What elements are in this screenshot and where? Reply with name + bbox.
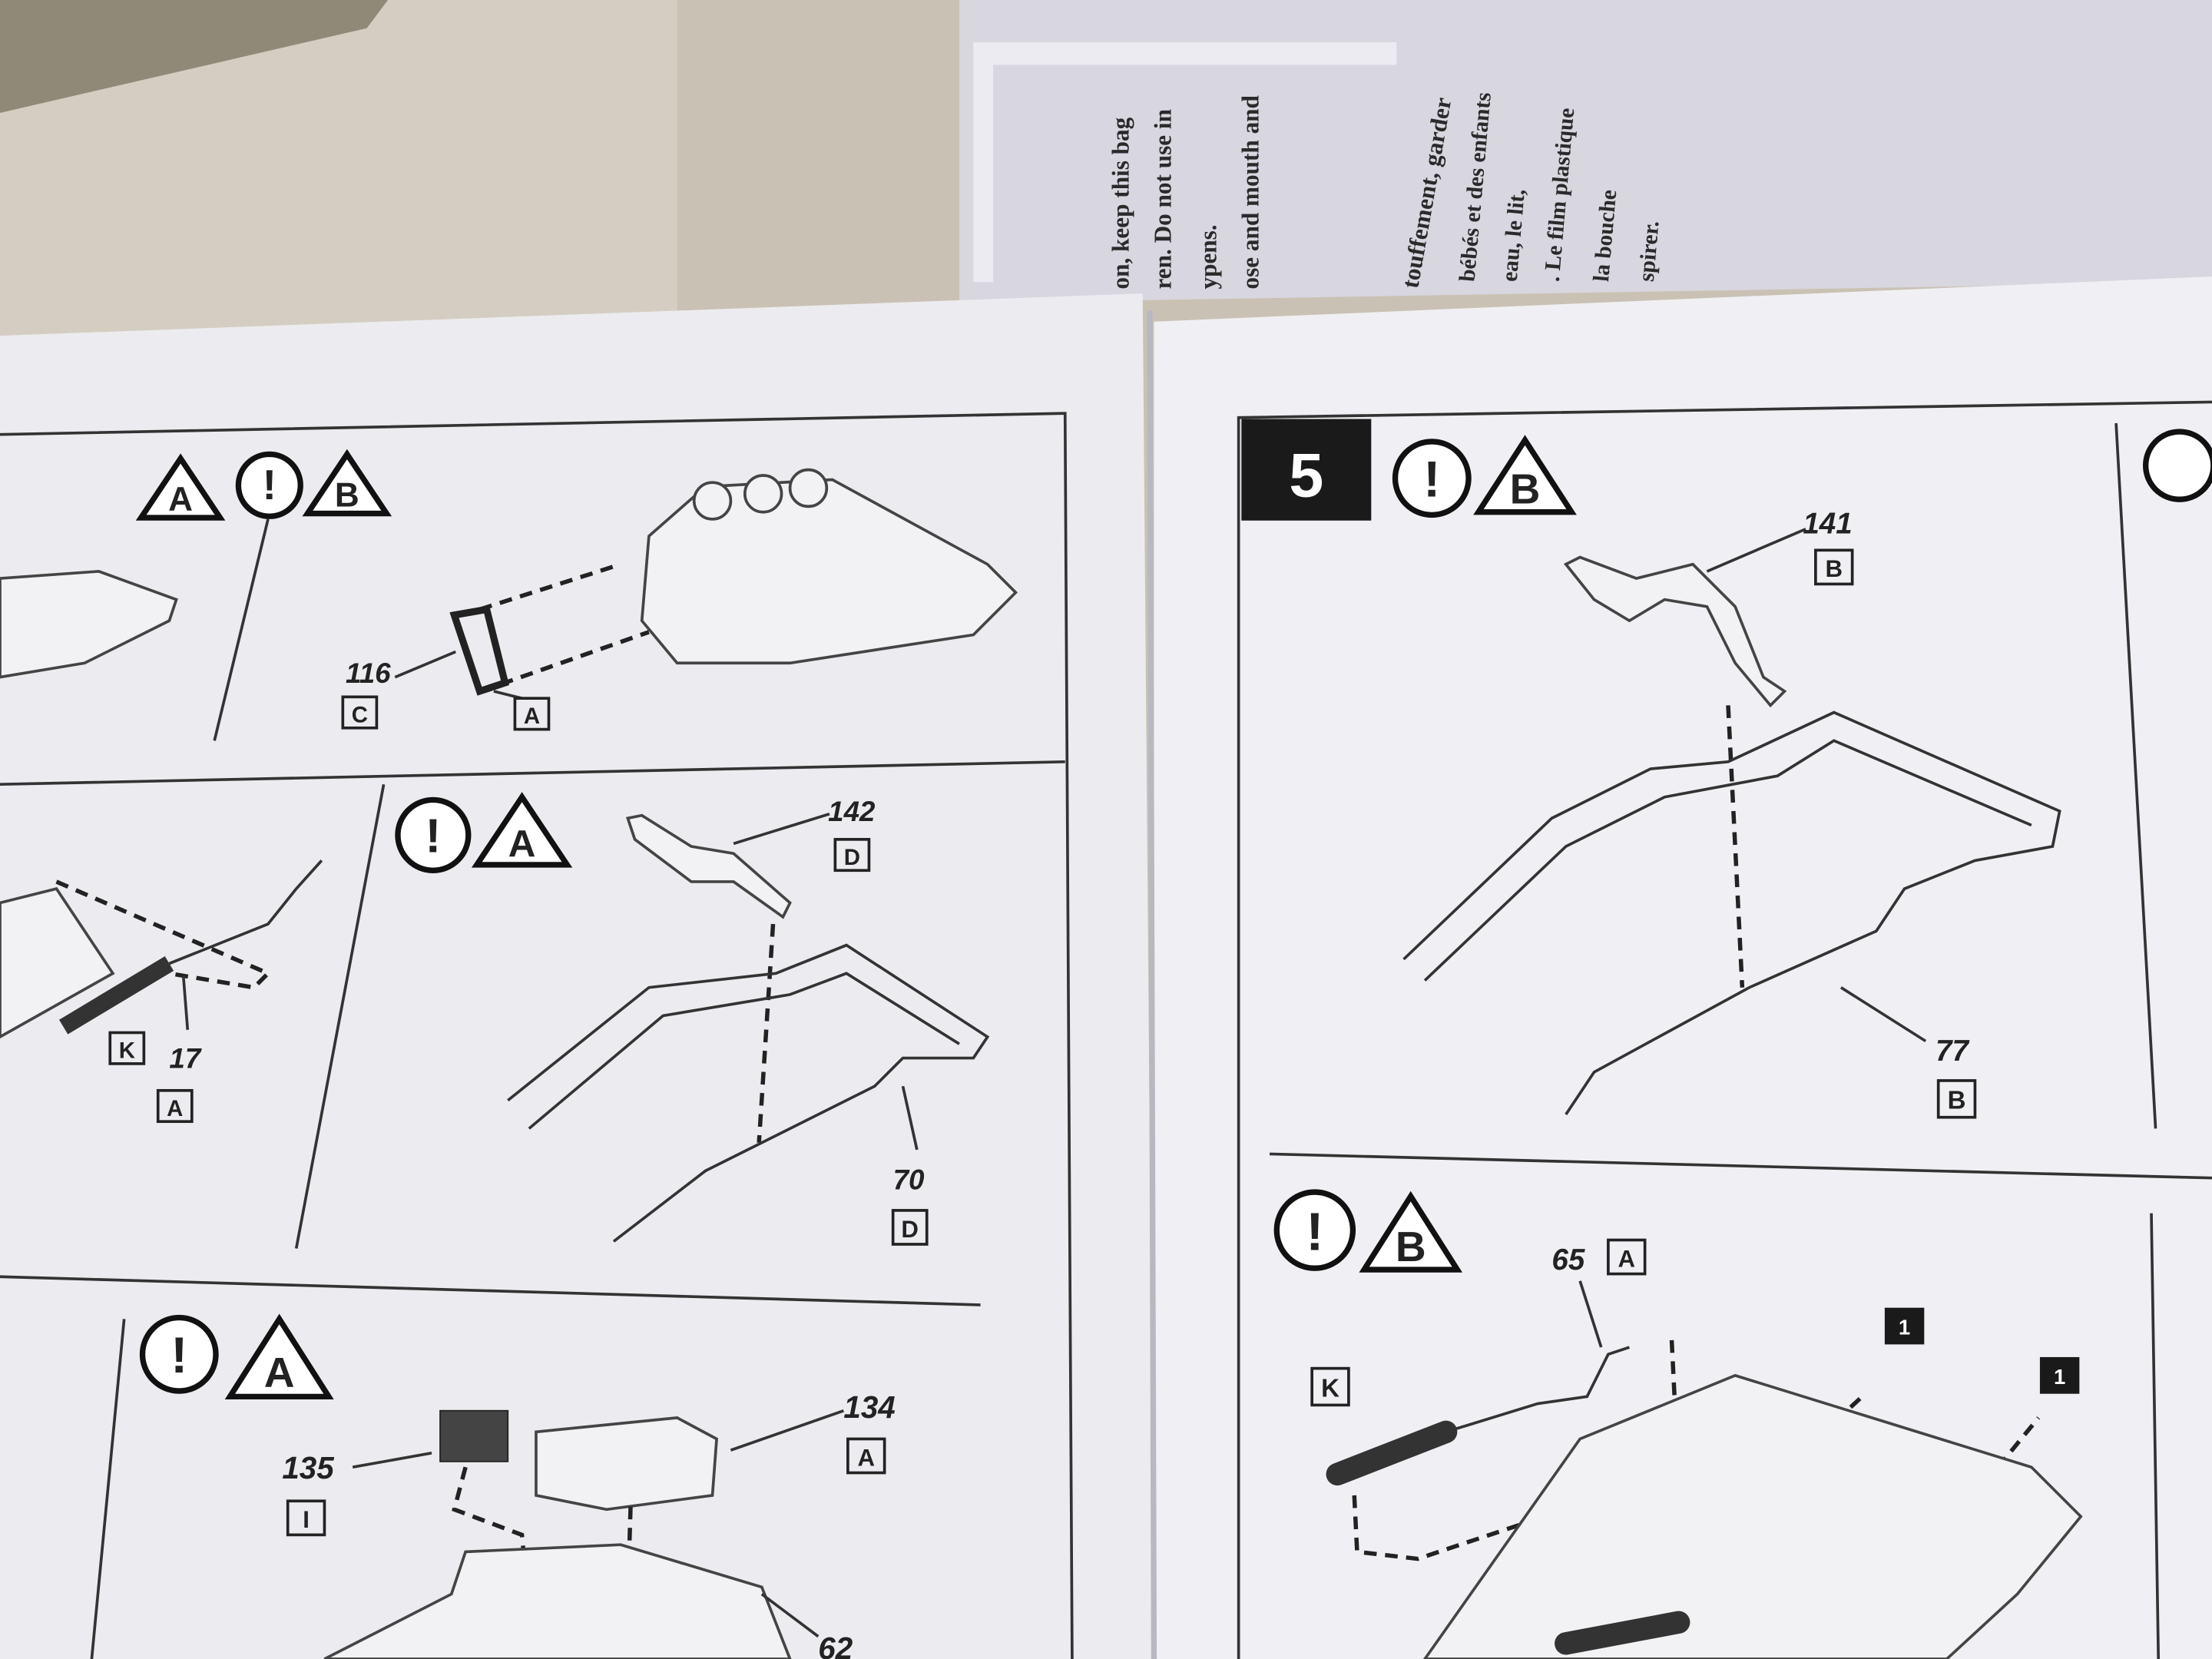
caution-icon (1392, 439, 1472, 518)
bag-text-line: ren. Do not use in (1149, 109, 1176, 289)
right-page-frame (1237, 400, 2212, 1659)
muffler-illustration (1326, 1420, 1458, 1486)
caution-icon (395, 796, 472, 873)
part-number-17: 17 (169, 1042, 201, 1074)
sprue-letter: B (1825, 555, 1843, 582)
sprue-box (513, 697, 551, 731)
sprue-runner (973, 42, 1397, 65)
part-number-141: 141 (1803, 507, 1852, 540)
caution-mark: ! (425, 809, 441, 863)
caution-mark: ! (263, 461, 276, 508)
sprue-letter: D (844, 845, 860, 870)
booklet-spine (1147, 310, 1157, 1659)
sprue-letter: D (901, 1216, 919, 1243)
part-number-70: 70 (893, 1164, 925, 1195)
caution-mark: ! (1423, 452, 1440, 508)
step-ref-number: 1 (2054, 1365, 2065, 1389)
warning-letter: B (1510, 465, 1541, 513)
bag-text-line: ypens. (1194, 224, 1221, 289)
warning-letter: A (168, 481, 193, 518)
sprue-a-warning-icon (135, 453, 226, 521)
part-number-116: 116 (346, 657, 391, 689)
box-corner (0, 0, 389, 113)
sprue-box (1936, 1079, 1977, 1119)
caution-mark: ! (171, 1327, 187, 1384)
caution-icon (139, 1314, 219, 1394)
sprue-box (341, 695, 379, 730)
sprue-box (891, 1209, 929, 1246)
step-5-panel: 5 ! B 141 B 77 B (1241, 419, 2212, 1119)
sprue-b-warning-icon (1473, 435, 1577, 515)
warning-letter: A (508, 822, 536, 865)
part-number-65: 65 (1551, 1243, 1584, 1277)
part-number-135: 135 (282, 1450, 334, 1485)
floor-pan-illustration (1422, 1373, 2083, 1659)
caution-mark: ! (1306, 1201, 1323, 1261)
plastic-bag (959, 0, 2212, 303)
sprue-box (846, 1437, 886, 1475)
step-ref-number: 1 (1899, 1316, 1910, 1339)
battery-illustration (439, 1409, 509, 1462)
sprue-letter: A (1618, 1245, 1635, 1272)
crossmember-illustration (625, 813, 792, 919)
sprue-a-warning-icon (471, 792, 573, 868)
caution-icon-next-step (2143, 429, 2212, 502)
chassis-frame-illustration (507, 943, 990, 1243)
left-page-frame (0, 412, 1074, 1659)
sprue-letter: A (524, 704, 540, 729)
caution-icon (1273, 1189, 1356, 1271)
caution-icon (235, 451, 303, 519)
fuel-tank-illustration (535, 1416, 718, 1512)
sprue-letter: C (352, 702, 368, 727)
transmission-illustration (0, 570, 178, 679)
sprue-runner-vertical (973, 42, 994, 283)
floor-pan-illustration (0, 887, 115, 1039)
sprue-b-warning-icon (302, 449, 392, 517)
part-number-134: 134 (843, 1389, 895, 1425)
sprue-box (833, 838, 871, 873)
sprue-box (108, 1031, 146, 1065)
part-number-142: 142 (828, 796, 876, 827)
sprue-letter: K (1321, 1374, 1339, 1402)
sprue-b-warning-icon (1359, 1190, 1463, 1273)
sprue-letter: A (167, 1096, 183, 1121)
bag-text-line: spirer. (1634, 220, 1664, 283)
step-number: 5 (1289, 442, 1323, 511)
sprue-box (286, 1499, 326, 1537)
left-middle-right-panel: ! A 142 D 70 D (395, 792, 990, 1246)
step-ref-badge (2039, 1356, 2080, 1394)
part-number-77: 77 (1936, 1035, 1969, 1068)
muffler-illustration (58, 956, 174, 1035)
step-ref-badge (1884, 1307, 1925, 1345)
bag-text-line: on, keep this bag (1107, 117, 1134, 289)
right-bottom-panel: ! B 65 A K 1 1 (1273, 1189, 2083, 1659)
crossmember-illustration (1563, 555, 1787, 708)
warning-letter: A (264, 1349, 295, 1396)
sprue-letter: B (1948, 1087, 1966, 1115)
sprue-letter: K (119, 1038, 135, 1064)
warning-letter: B (335, 476, 359, 514)
part-number-62: 62 (818, 1631, 853, 1659)
sprue-box (156, 1088, 194, 1124)
sprue-a-warning-icon (224, 1313, 334, 1400)
sprue-letter: A (857, 1444, 875, 1471)
left-bottom-panel: ! A 135 I 134 A 62 (139, 1313, 896, 1659)
right-page (1154, 276, 2212, 1659)
chassis-frame-illustration (1402, 710, 2061, 1116)
second-muffler-illustration (1555, 1611, 1690, 1655)
sprue-box (1607, 1238, 1647, 1276)
sprue-letter: I (303, 1506, 310, 1533)
sprue-box (1814, 548, 1854, 586)
floor-illustration (323, 1543, 792, 1659)
sprue-box (1310, 1366, 1350, 1407)
left-middle-left-panel: K 17 A (0, 859, 323, 1124)
left-top-panel: A ! B 116 C A (0, 449, 1018, 741)
warning-letter: B (1396, 1223, 1426, 1270)
step-number-badge (1241, 419, 1372, 521)
bag-text-line: ose and mouth and (1237, 94, 1263, 289)
